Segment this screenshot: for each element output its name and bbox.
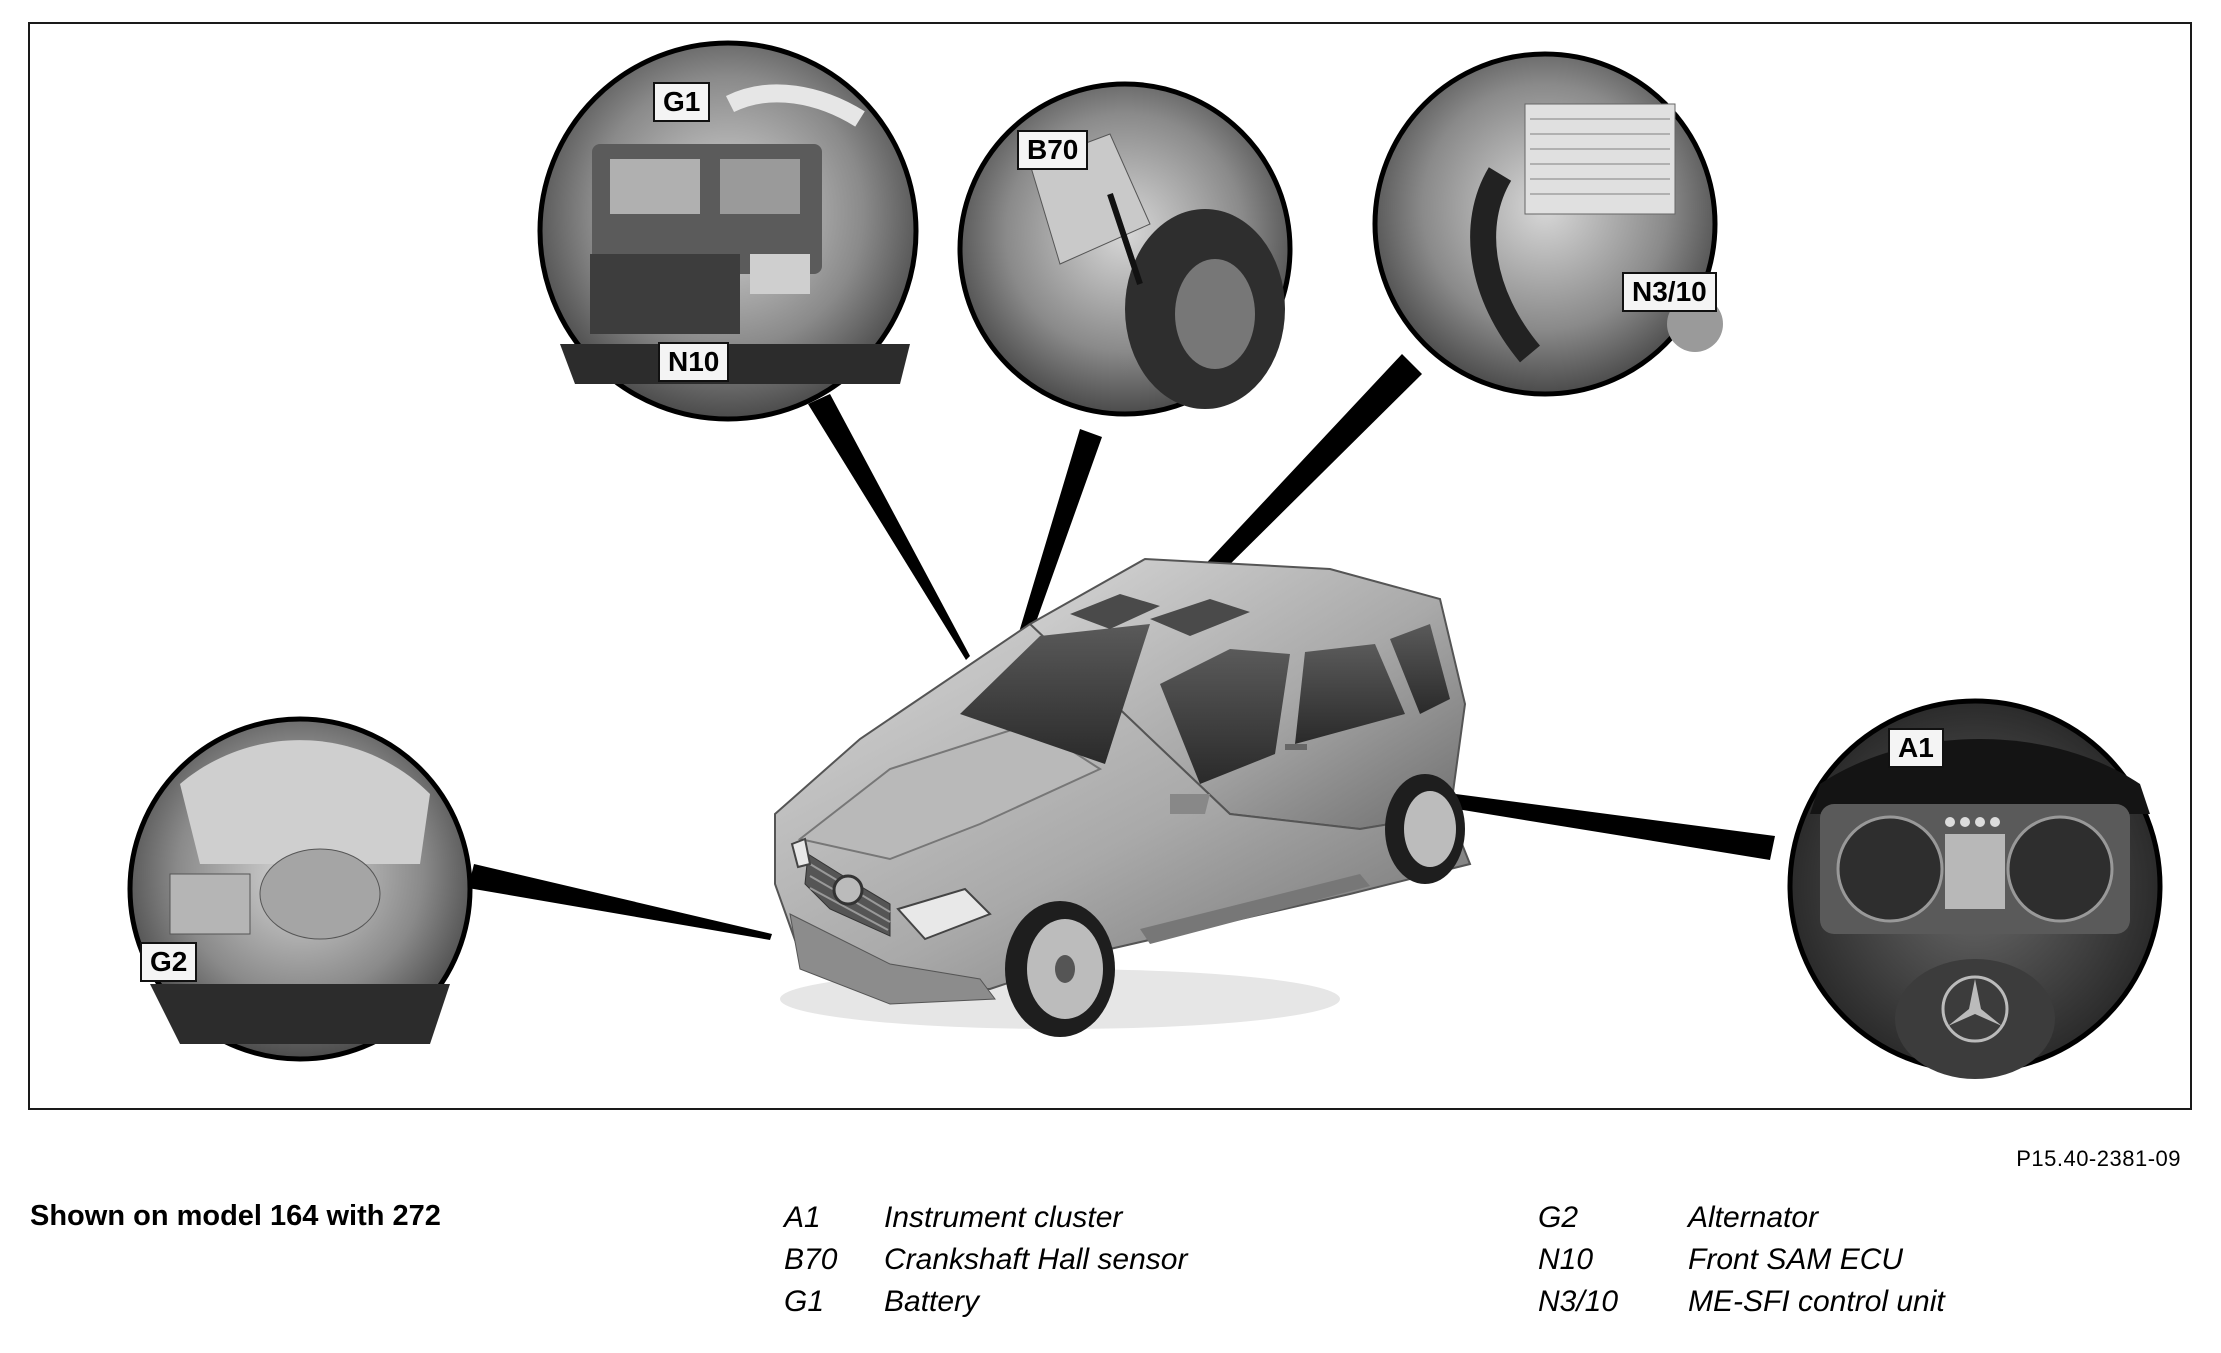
legend-text: Instrument cluster <box>884 1201 1123 1234</box>
component-location-illustration <box>127 40 2163 1079</box>
front-wheel <box>1005 901 1115 1037</box>
legend-item: A1 Instrument cluster <box>784 1197 1187 1239</box>
rear-wheel <box>1385 774 1465 884</box>
callout-n3-10: N3/10 <box>1622 272 1717 312</box>
legend-code: B70 <box>784 1243 838 1276</box>
legend-item: B70 Crankshaft Hall sensor <box>784 1239 1187 1281</box>
detail-circle-crankshaft-sensor <box>957 81 1293 417</box>
callout-g2: G2 <box>140 942 198 982</box>
legend-text: Alternator <box>1688 1201 1819 1234</box>
legend-code: N3/10 <box>1538 1285 1619 1318</box>
figure-id: P15.40-2381-09 <box>2016 1146 2181 1171</box>
legend-item: N3/10 ME-SFI control unit <box>1538 1281 1945 1323</box>
legend-left: A1 Instrument cluster B70 Crankshaft Hal… <box>784 1197 1187 1323</box>
callout-b70: B70 <box>1017 130 1089 170</box>
detail-circle-alternator <box>127 716 473 1062</box>
legend-text: Battery <box>884 1285 980 1318</box>
detail-circle-me-sfi-control-unit <box>1372 51 1723 397</box>
legend-text: Front SAM ECU <box>1688 1243 1904 1276</box>
legend-code: A1 <box>784 1201 821 1234</box>
car-illustration <box>774 557 1472 1037</box>
legend-item: G2 Alternator <box>1538 1197 1945 1239</box>
diagram-frame: G1 N10 B70 N3/10 G2 A1 <box>28 22 2192 1110</box>
legend-text: Crankshaft Hall sensor <box>884 1243 1188 1276</box>
detail-circle-battery <box>537 40 919 422</box>
legend-item: G1 Battery <box>784 1281 1187 1323</box>
legend-code: N10 <box>1538 1243 1594 1276</box>
callout-a1: A1 <box>1888 728 1944 768</box>
legend-code: G1 <box>784 1285 825 1318</box>
legend-right: G2 Alternator N10 Front SAM ECU N3/10 ME… <box>1538 1197 1945 1323</box>
legend-item: N10 Front SAM ECU <box>1538 1239 1945 1281</box>
detail-circle-instrument-cluster <box>1787 698 2163 1079</box>
callout-n10: N10 <box>658 342 730 382</box>
legend-code: G2 <box>1538 1201 1579 1234</box>
callout-g1: G1 <box>653 82 711 122</box>
caption: Shown on model 164 with 272 <box>30 1200 441 1232</box>
legend-text: ME-SFI control unit <box>1688 1285 1945 1318</box>
